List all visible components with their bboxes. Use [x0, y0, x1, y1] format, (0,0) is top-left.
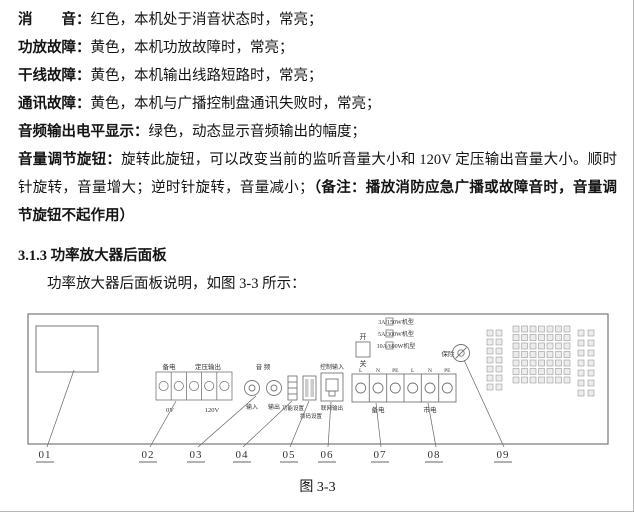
function-connector	[287, 375, 298, 401]
rear-panel-diagram: 备电 定压输出 0V 120V 音 频 输入 输出	[27, 313, 609, 463]
label-fuse: 保险	[442, 349, 456, 358]
label-terminal-n1: N	[376, 368, 380, 374]
display-window	[35, 325, 99, 373]
term-note: （备注：播放消防应急广播或故障音时，音量调节旋钮不起作用）	[18, 180, 618, 224]
callout-01: 01	[39, 449, 52, 461]
paragraph-level-display: 音频输出电平显示：绿色，动态显示音频输出的幅度；	[18, 118, 617, 146]
label-audio-output: 输出	[268, 403, 280, 411]
term-label: 干线故障：	[18, 68, 91, 84]
label-function-setting: 功能设置	[282, 404, 305, 412]
label-model-150w: 3A/150W机型	[378, 318, 414, 326]
paragraph-amp-fault: 功放故障：黄色，本机功放故障时，常亮；	[18, 34, 617, 62]
paragraph-line-fault: 干线故障：黄色，本机输出线路短路时，常亮；	[18, 62, 617, 90]
label-mains: 市电	[424, 405, 438, 414]
term-body: 旋转此旋钮，可以改变当前的监听音量大小和 120V 定压输出音量大小。顺时针旋转…	[18, 152, 617, 196]
label-model-600w: 10A/600W机型	[377, 342, 416, 350]
label-control-input: 控制输入	[320, 363, 344, 371]
callout-06: 06	[321, 449, 334, 461]
callout-08: 08	[428, 449, 441, 461]
section-heading: 3.1.3 功率放大器后面板	[18, 248, 167, 264]
label-terminal-l1: L	[359, 368, 363, 374]
fuse-holder	[452, 344, 470, 362]
term-body: 黄色，本机与广播控制盘通讯失败时，常亮；	[90, 96, 381, 112]
label-terminal-l2: L	[411, 368, 415, 374]
dip-switch	[302, 375, 317, 401]
term-label: 功放故障：	[18, 40, 91, 56]
rj45-jack	[320, 372, 344, 402]
cv-output-terminal-block	[155, 371, 233, 401]
vent-grille-main	[512, 325, 571, 384]
label-terminal-pe1: PE	[392, 368, 399, 374]
label-0v: 0V	[166, 407, 174, 414]
label-audio-input: 输入	[246, 403, 258, 411]
checkbox-model-150w	[385, 317, 394, 326]
term-body: 黄色，本机功放故障时，常亮；	[90, 40, 294, 56]
paragraph-mute: 消 音：红色，本机处于消音状态时，常亮；	[18, 6, 617, 34]
callout-09: 09	[497, 449, 510, 461]
term-body: 黄色，本机输出线路短路时，常亮；	[90, 68, 323, 84]
intro-paragraph: 功率放大器后面板说明，如图 3-3 所示：	[47, 276, 306, 292]
label-terminal-pe2: PE	[444, 368, 451, 374]
callout-04: 04	[236, 449, 249, 461]
model-checkboxes: 3A/150W机型 5A/300W机型 10A/600W机型	[377, 317, 416, 350]
label-switch-on: 开	[360, 333, 367, 341]
term-label: 音量调节旋钮：	[18, 152, 122, 168]
paragraph-comm-fault: 通讯故障：黄色，本机与广播控制盘通讯失败时，常亮；	[18, 90, 617, 118]
callout-03: 03	[190, 449, 203, 461]
power-terminal-block	[351, 373, 457, 403]
term-body: 绿色，动态显示音频输出的幅度；	[148, 124, 367, 140]
callout-numbers: 01 02 03 04 05 06 07 08 09	[39, 449, 510, 461]
term-label: 消 音：	[18, 12, 91, 28]
label-120v: 120V	[205, 407, 220, 414]
checkbox-model-600w	[385, 341, 394, 350]
label-dip-setting: 拨码设置	[300, 412, 323, 420]
label-cv-output: 定压输出	[195, 362, 221, 371]
callout-02: 02	[142, 449, 155, 461]
label-audio: 音 频	[256, 362, 271, 371]
body-text: 消 音：红色，本机处于消音状态时，常亮； 功放故障：黄色，本机功放故障时，常亮；…	[18, 6, 617, 298]
term-label: 音频输出电平显示：	[18, 124, 149, 140]
callout-05: 05	[283, 449, 296, 461]
vent-grille-left	[486, 329, 503, 391]
figure-caption: 图 3-3	[299, 480, 336, 495]
panel-outline	[27, 313, 609, 445]
label-terminal-n2: N	[428, 368, 432, 374]
term-body: 红色，本机处于消音状态时，常亮；	[90, 12, 323, 28]
paragraph-volume-knob: 音量调节旋钮：旋转此旋钮，可以改变当前的监听音量大小和 120V 定压输出音量大…	[18, 146, 617, 230]
power-switch	[355, 341, 371, 358]
callout-07: 07	[374, 449, 387, 461]
label-switch-off: 关	[360, 359, 367, 368]
term-label: 通讯故障：	[18, 96, 91, 112]
vent-grille-right	[577, 329, 595, 397]
checkbox-model-300w	[385, 329, 394, 338]
label-backup-mains: 备电	[372, 405, 386, 414]
audio-rca-jacks	[244, 380, 282, 396]
callout-leader-lines	[46, 359, 505, 448]
label-backup-power: 备电	[163, 362, 177, 371]
label-model-300w: 5A/300W机型	[378, 330, 414, 338]
label-network-output: 联网输出	[321, 404, 343, 412]
